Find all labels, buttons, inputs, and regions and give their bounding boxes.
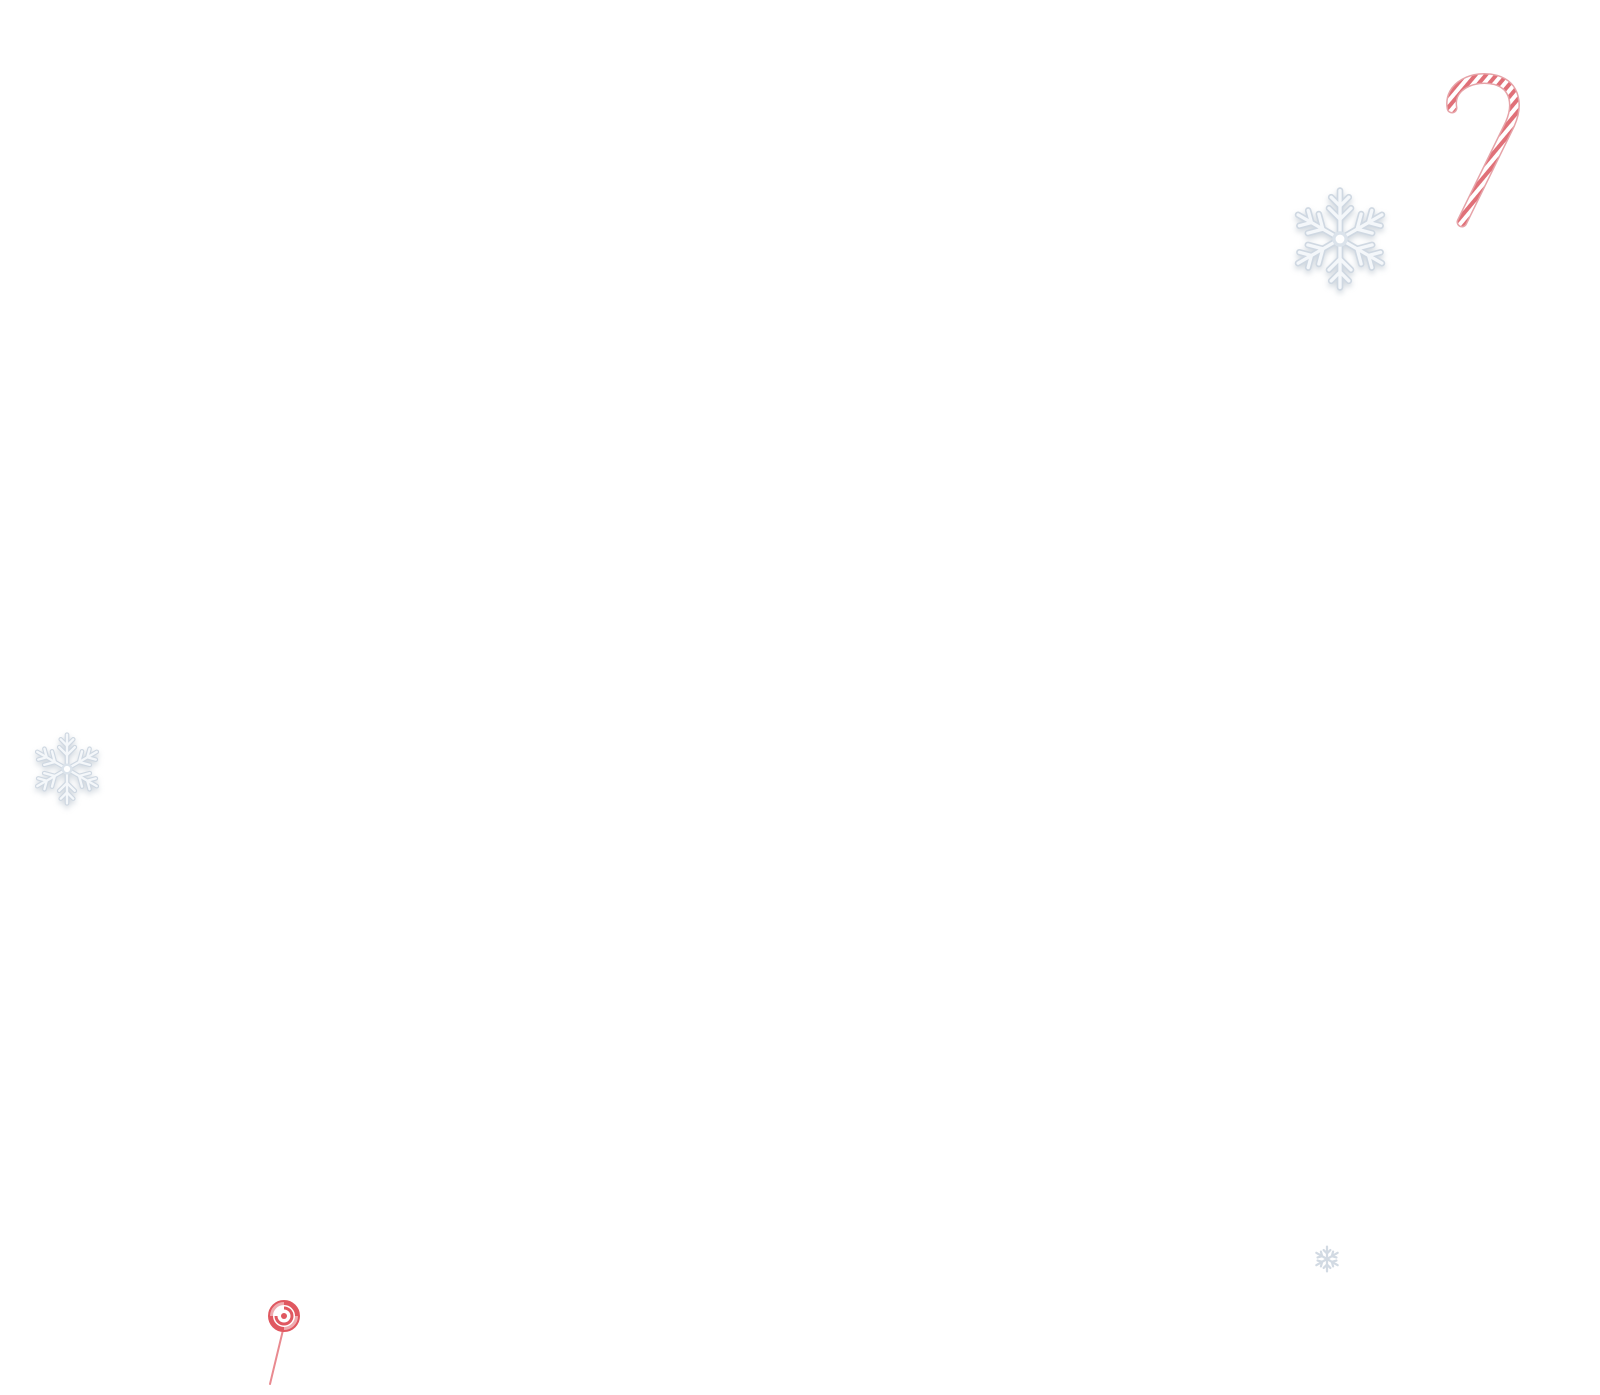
candy-cane-icon <box>1444 72 1524 230</box>
lollipop-icon <box>262 1300 306 1386</box>
snowflake-medium-icon <box>28 730 106 808</box>
snowflake-small-icon <box>1313 1245 1341 1273</box>
snowflake-large-icon <box>1285 184 1395 294</box>
